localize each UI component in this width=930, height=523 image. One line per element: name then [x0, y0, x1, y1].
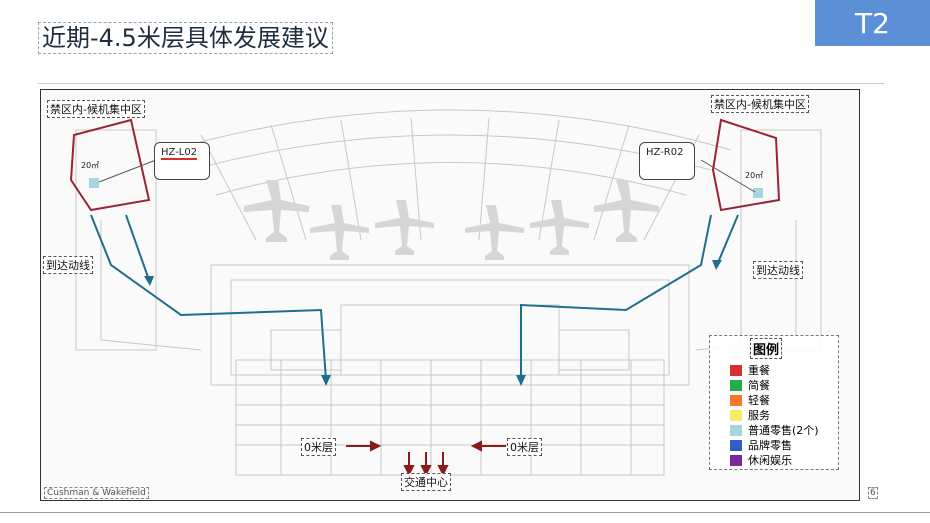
legend-label: 普通零售(2个): [748, 424, 819, 437]
legend-swatch: [730, 409, 742, 421]
legend-item: 服务: [730, 407, 770, 423]
title-divider: [38, 83, 884, 84]
legend-swatch: [730, 379, 742, 391]
legend-item: 休闲娱乐: [730, 452, 792, 468]
arrival-label-left: 到达动线: [43, 256, 93, 274]
legend-label: 品牌零售: [748, 439, 792, 452]
legend-label: 轻餐: [748, 394, 770, 407]
left-retail-marker: [89, 178, 99, 188]
legend-item: 轻餐: [730, 392, 770, 408]
floor-label-left: 0米层: [301, 438, 336, 456]
floor-label-right: 0米层: [507, 438, 542, 456]
transport-hub-label: 交通中心: [401, 473, 451, 491]
callout-hz-l02: HZ-L02: [154, 142, 210, 180]
legend-swatch: [730, 364, 742, 376]
legend-item: 品牌零售: [730, 437, 792, 453]
zone-label-right: 禁区内-候机集中区: [711, 95, 809, 113]
callout-hz-r02: HZ-R02: [639, 142, 695, 180]
left-arrival-flow: [90, 214, 327, 381]
left-zone-outline: [69, 118, 151, 212]
area-label-left: 20㎡: [81, 161, 100, 170]
footer-divider: [0, 512, 930, 513]
legend-item: 重餐: [730, 362, 770, 378]
legend-label: 简餐: [748, 379, 770, 392]
callout-label-left: HZ-L02: [161, 147, 198, 160]
floor-plan-drawing: [69, 109, 822, 477]
legend-item: 简餐: [730, 377, 770, 393]
legend-item: 普通零售(2个): [730, 422, 819, 438]
legend-label: 服务: [748, 409, 770, 422]
slide-title: 近期-4.5米层具体发展建议: [38, 22, 333, 54]
legend-label: 休闲娱乐: [748, 454, 792, 467]
legend-swatch: [730, 454, 742, 466]
page-number: 6: [868, 487, 878, 499]
right-retail-marker: [753, 188, 763, 198]
legend: 图例 重餐简餐轻餐服务普通零售(2个) 品牌零售休闲娱乐: [709, 335, 839, 470]
legend-label: 重餐: [748, 364, 770, 377]
arrival-label-right: 到达动线: [753, 261, 803, 279]
legend-swatch: [730, 439, 742, 451]
floor-plan-frame: 禁区内-候机集中区 禁区内-候机集中区 到达动线 到达动线 HZ-L02 HZ-…: [40, 89, 860, 501]
zone-label-left: 禁区内-候机集中区: [47, 100, 145, 118]
legend-swatch: [730, 424, 742, 436]
footer-company: Cushman & Wakefield: [44, 487, 149, 499]
terminal-badge: T2: [815, 0, 930, 46]
right-zone-outline: [711, 118, 781, 212]
legend-title: 图例: [750, 338, 783, 359]
callout-label-right: HZ-R02: [646, 147, 684, 158]
right-arrival-flow: [520, 214, 712, 380]
area-label-right: 20㎡: [745, 171, 764, 180]
legend-swatch: [730, 394, 742, 406]
